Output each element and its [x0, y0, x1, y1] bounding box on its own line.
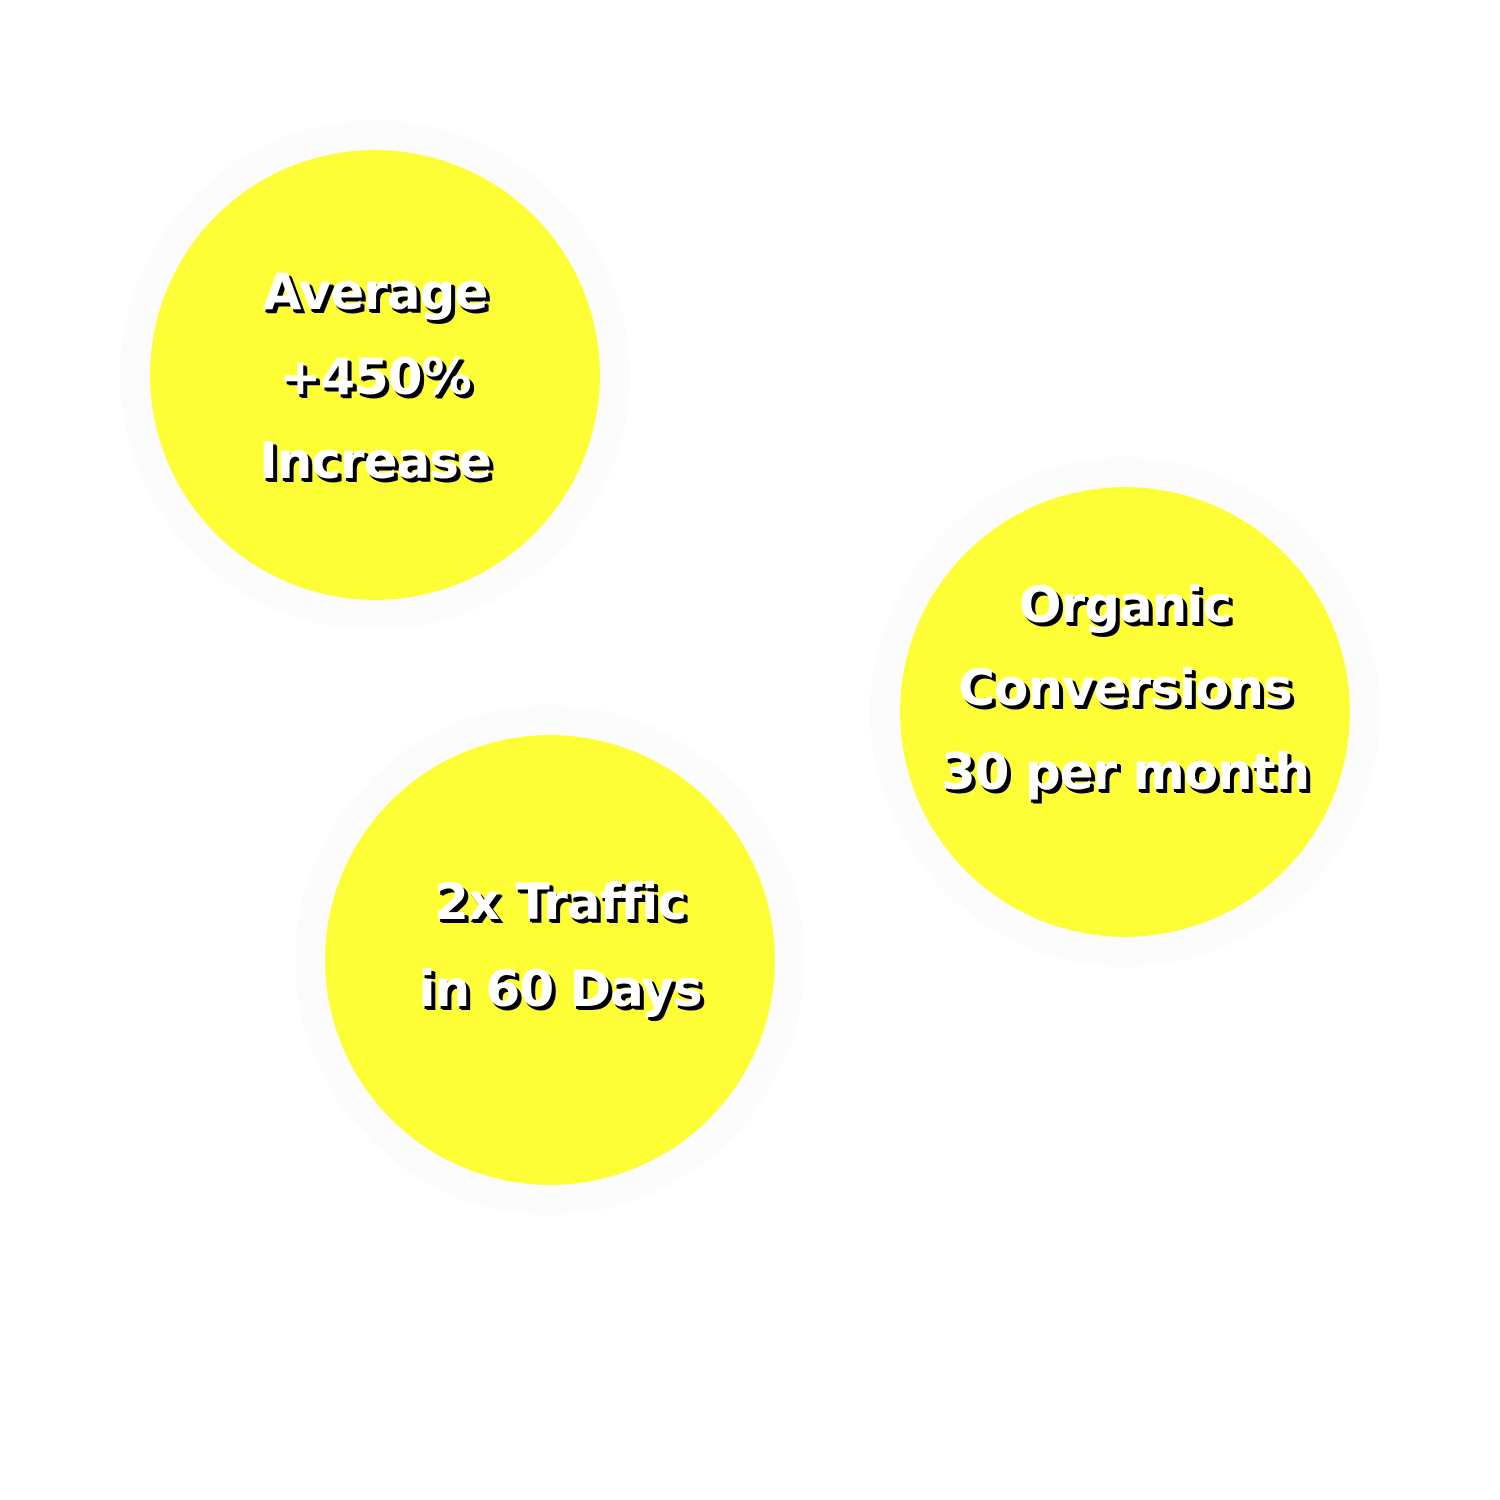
badge-text-line: in 60 Days	[418, 960, 702, 1018]
badge-text-line: Conversions	[958, 659, 1292, 717]
badge-text-line: +450%	[279, 348, 471, 406]
badge-text-line: 30 per month	[940, 743, 1310, 801]
stat-badge-organic-conversions: Organic Conversions 30 per month	[900, 487, 1350, 937]
stat-badge-traffic: 2x Traffic in 60 Days	[325, 735, 775, 1185]
badge-text-line: Increase	[259, 432, 492, 490]
badge-text-line: 2x Traffic	[434, 873, 687, 931]
stat-badge-average-increase: Average +450% Increase	[150, 150, 600, 600]
badge-text-line: Average	[262, 263, 489, 321]
badge-text-line: Organic	[1018, 576, 1232, 634]
